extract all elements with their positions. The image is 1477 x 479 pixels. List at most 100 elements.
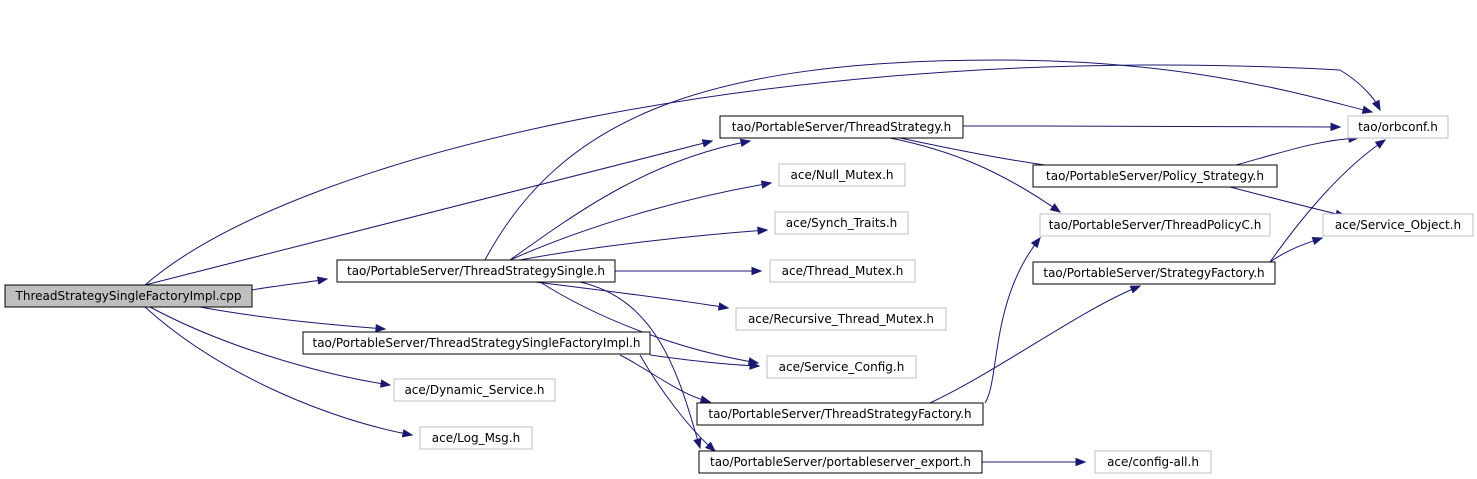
node-label: ThreadStrategySingleFactoryImpl.cpp <box>15 289 242 303</box>
edge-line <box>639 354 716 452</box>
edge-arrowhead <box>379 379 392 388</box>
edge-line <box>579 281 701 449</box>
edge-n0-n13 <box>144 64 1381 286</box>
node-n9[interactable]: ace/Recursive_Thread_Mutex.h <box>735 307 947 331</box>
edge-line <box>984 237 1041 404</box>
edge-arrowhead <box>699 395 712 404</box>
node-n10[interactable]: ace/Service_Config.h <box>766 355 917 379</box>
edge-arrowhead <box>693 437 702 450</box>
edge-arrowhead <box>749 361 761 370</box>
edge-arrowhead <box>1361 105 1374 114</box>
edge-arrowhead <box>1330 122 1342 132</box>
edge-arrowhead <box>1049 203 1062 213</box>
edge-line <box>484 59 1373 261</box>
edge-arrowhead <box>701 139 714 148</box>
node-n11[interactable]: tao/PortableServer/ThreadStrategyFactory… <box>696 402 984 426</box>
node-n4[interactable]: ace/Log_Msg.h <box>419 426 533 450</box>
node-box <box>419 426 533 450</box>
node-box <box>698 450 983 474</box>
edge-arrowhead <box>1075 457 1087 467</box>
edge-line <box>149 306 391 386</box>
node-label: tao/PortableServer/ThreadStrategySingleF… <box>312 336 640 350</box>
node-n12[interactable]: tao/PortableServer/portableserver_export… <box>698 450 983 474</box>
edge-n1-n8 <box>614 266 763 276</box>
edge-n1-n6 <box>509 180 773 261</box>
node-label: tao/PortableServer/Policy_Strategy.h <box>1046 169 1264 183</box>
node-label: tao/PortableServer/portableserver_export… <box>710 455 971 469</box>
node-box <box>1322 213 1474 237</box>
edge-n1-n5 <box>509 138 752 261</box>
edge-line <box>1229 186 1346 217</box>
node-box <box>302 331 651 355</box>
edge-n5-n15 <box>889 137 1062 213</box>
edge-n0-n3 <box>149 306 392 388</box>
node-n8[interactable]: ace/Thread_Mutex.h <box>769 259 916 283</box>
node-n5[interactable]: tao/PortableServer/ThreadStrategy.h <box>719 115 964 139</box>
node-label: tao/PortableServer/StrategyFactory.h <box>1043 266 1264 280</box>
edge-arrowhead <box>1129 285 1142 294</box>
edge-n1-n7 <box>519 226 769 261</box>
edge-n2-n12 <box>639 354 717 452</box>
node-box <box>778 163 906 187</box>
node-box <box>393 378 556 402</box>
node-label: tao/orbconf.h <box>1358 120 1438 134</box>
node-label: tao/PortableServer/ThreadStrategy.h <box>732 120 951 134</box>
edge-line <box>534 281 729 309</box>
node-n2[interactable]: tao/PortableServer/ThreadStrategySingleF… <box>302 331 651 355</box>
node-n3[interactable]: ace/Dynamic_Service.h <box>393 378 556 402</box>
node-n6[interactable]: ace/Null_Mutex.h <box>778 163 906 187</box>
edge-arrowhead <box>1311 236 1324 245</box>
edge-arrowhead <box>1371 99 1381 112</box>
node-n1[interactable]: tao/PortableServer/ThreadStrategySingle.… <box>336 259 616 283</box>
edge-n16-n17 <box>1269 236 1324 263</box>
edge-n0-n5 <box>144 139 714 286</box>
edge-arrowhead <box>1030 236 1041 249</box>
node-n16[interactable]: tao/PortableServer/StrategyFactory.h <box>1032 261 1276 285</box>
node-n13[interactable]: tao/orbconf.h <box>1347 115 1449 139</box>
edge-line <box>1235 137 1359 166</box>
node-label: tao/PortableServer/ThreadPolicyC.h <box>1049 218 1262 232</box>
edge-line <box>519 229 768 261</box>
node-n17[interactable]: ace/Service_Object.h <box>1322 213 1474 237</box>
node-n14[interactable]: tao/PortableServer/Policy_Strategy.h <box>1032 164 1278 188</box>
edge-line <box>889 137 1061 213</box>
edge-line <box>509 140 751 261</box>
edge-arrowhead <box>760 180 773 189</box>
node-n18[interactable]: ace/config-all.h <box>1094 450 1212 474</box>
edge-arrowhead <box>1374 139 1387 149</box>
edge-arrowhead <box>401 429 414 438</box>
edge-line <box>199 306 386 330</box>
edge-n0-n4 <box>144 306 414 438</box>
edge-n16-n13 <box>1269 139 1387 263</box>
edge-line <box>929 285 1141 404</box>
node-n7[interactable]: ace/Synch_Traits.h <box>774 211 909 235</box>
node-label: ace/Log_Msg.h <box>432 431 520 445</box>
edge-n5-n13 <box>962 122 1342 132</box>
node-n15[interactable]: tao/PortableServer/ThreadPolicyC.h <box>1039 213 1271 237</box>
edge-arrowhead <box>717 302 730 311</box>
node-box <box>1039 213 1271 237</box>
node-box <box>4 284 253 308</box>
edge-arrowhead <box>705 441 717 452</box>
edge-arrowhead <box>757 226 769 235</box>
edge-n1-n12 <box>579 281 702 450</box>
edge-n1-n13 <box>484 59 1374 261</box>
node-box <box>1032 261 1276 285</box>
edge-line <box>144 140 713 286</box>
edge-line <box>144 64 1381 286</box>
node-box <box>719 115 964 139</box>
node-box <box>769 259 916 283</box>
node-box <box>696 402 984 426</box>
node-label: tao/PortableServer/ThreadStrategyFactory… <box>708 407 971 421</box>
edge-arrowhead <box>375 324 387 333</box>
edge-line <box>509 182 772 261</box>
edge-line <box>962 125 1341 128</box>
edge-line <box>1269 139 1386 263</box>
node-n0[interactable]: ThreadStrategySingleFactoryImpl.cpp <box>4 284 253 308</box>
edge-n1-n9 <box>534 281 730 311</box>
edge-arrowhead <box>751 266 763 276</box>
node-label: ace/Null_Mutex.h <box>791 168 894 182</box>
edge-line <box>619 354 711 403</box>
node-label: ace/Dynamic_Service.h <box>404 383 544 397</box>
